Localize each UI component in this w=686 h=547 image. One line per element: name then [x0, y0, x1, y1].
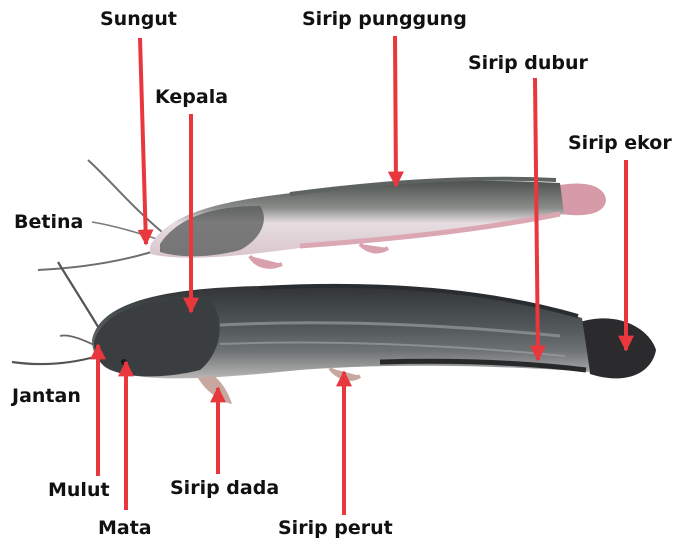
female-tail-fin [560, 183, 606, 215]
label-mata: Mata [98, 519, 152, 538]
label-mulut: Mulut [48, 481, 110, 500]
label-kepala: Kepala [155, 88, 228, 107]
label-sirip-ekor: Sirip ekor [568, 134, 672, 153]
female-barbel-2 [92, 222, 160, 240]
male-head [94, 299, 220, 376]
male-barbel-3 [12, 356, 98, 364]
female-pectoral-fin [250, 256, 282, 267]
female-barbel-3 [38, 250, 158, 270]
label-sirip-perut: Sirip perut [278, 519, 393, 538]
label-betina: Betina [14, 213, 83, 232]
label-jantan: Jantan [12, 387, 81, 406]
male-pectoral-fin [198, 376, 232, 404]
label-sungut: Sungut [100, 10, 177, 29]
female-barbel-1 [88, 160, 162, 232]
male-tail-fin [580, 318, 656, 378]
label-sirip-dada: Sirip dada [170, 479, 279, 498]
label-sirip-dubur: Sirip dubur [468, 54, 588, 73]
female-pelvic-fin [360, 244, 388, 251]
arrow-sirip-punggung [395, 36, 396, 186]
label-sirip-punggung: Sirip punggung [302, 10, 467, 29]
male-barbel-2 [60, 335, 96, 346]
male-catfish [12, 262, 656, 404]
female-catfish [38, 160, 606, 270]
male-barbel-1 [58, 262, 100, 330]
